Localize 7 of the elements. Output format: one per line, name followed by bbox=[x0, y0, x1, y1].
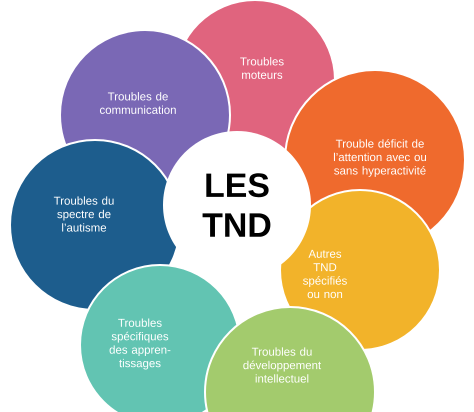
petal-label: Troubles de communication bbox=[100, 92, 176, 114]
petal-label: Troubles du développement intellectuel bbox=[243, 347, 322, 383]
petal-label: Troubles spécifiques des appren-tissages bbox=[110, 318, 170, 370]
petal-label: Troubles moteurs bbox=[240, 57, 284, 79]
petal-label: Troubles du spectre de l’autisme bbox=[54, 196, 114, 232]
node-label: LES TND bbox=[202, 173, 270, 237]
petal-label: Trouble déficit de l’attention avec ou sans hyperactivité bbox=[334, 139, 426, 177]
